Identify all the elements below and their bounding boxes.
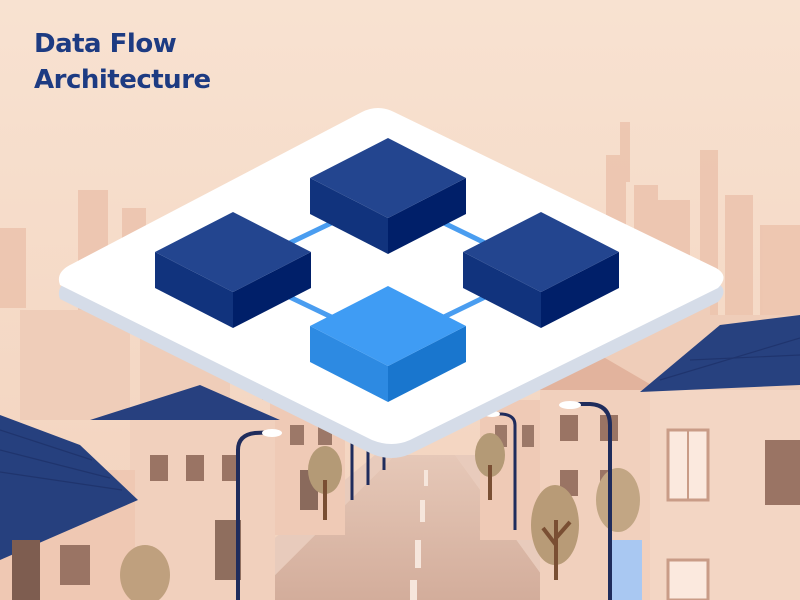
node-face-right xyxy=(388,326,466,402)
node-face-right xyxy=(388,178,466,254)
tree-icon xyxy=(308,446,342,520)
lane-markings xyxy=(410,470,428,600)
node-face-left xyxy=(310,326,388,402)
node-face-left xyxy=(310,178,388,254)
title-line-2: Architecture xyxy=(34,65,211,95)
node-face-left xyxy=(463,252,541,328)
node-face-right xyxy=(233,252,311,328)
canal xyxy=(612,540,642,600)
street-lamp-icon xyxy=(488,412,517,530)
node-face-left xyxy=(155,252,233,328)
page-title: Data Flow Architecture xyxy=(34,26,211,98)
node-face-top xyxy=(155,212,311,292)
node-face-right xyxy=(541,252,619,328)
tree-icon xyxy=(531,485,579,580)
connector-node-left-node-bottom xyxy=(280,291,341,323)
node-left xyxy=(155,212,311,328)
node-right xyxy=(463,212,619,328)
tree-icon xyxy=(120,545,170,600)
tree-icon xyxy=(475,433,505,500)
connector-node-top-node-left xyxy=(280,217,341,249)
node-bottom xyxy=(310,286,466,402)
diagram-nodes xyxy=(155,138,619,402)
title-line-1: Data Flow xyxy=(34,29,177,59)
node-face-top xyxy=(310,286,466,366)
node-face-top xyxy=(310,138,466,218)
tree-icon xyxy=(596,468,640,532)
lamp-light xyxy=(559,401,581,409)
node-top xyxy=(310,138,466,254)
street xyxy=(250,455,560,600)
house-left-near xyxy=(0,415,138,600)
node-face-top xyxy=(463,212,619,292)
house-right-near xyxy=(640,315,800,600)
lamp-light xyxy=(262,429,282,437)
street-lamp-icon xyxy=(236,430,277,600)
street-lamp-icon xyxy=(566,402,612,600)
